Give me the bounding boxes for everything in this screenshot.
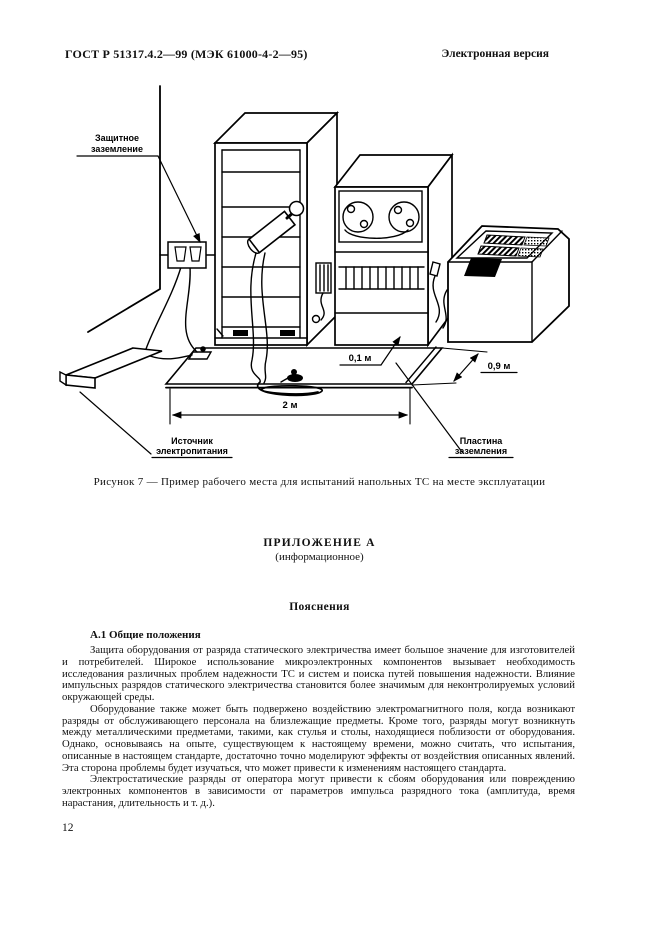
appendix-subtitle: (информационное)	[275, 551, 364, 563]
paragraph-3: Электростатические разряды от оператора …	[62, 773, 575, 809]
protective-earth-text-2: заземление	[91, 144, 143, 154]
dim-0-1m-text: 0,1 м	[349, 353, 372, 364]
body-text: Защита оборудования от разряда статическ…	[62, 644, 575, 810]
ground-cable-coil	[256, 369, 323, 397]
header-right: Электронная версия	[441, 48, 549, 60]
ground-plate-label: Пластина заземления	[395, 362, 514, 459]
power-source-text-1: Источник	[171, 436, 213, 446]
power-source-text-2: электропитания	[156, 446, 228, 456]
ground-plate-text-1: Пластина	[460, 436, 504, 446]
ground-plate	[164, 346, 444, 389]
header-left: ГОСТ Р 51317.4.2—99 (МЭК 61000-4-2—95)	[65, 47, 308, 61]
esd-gun	[246, 200, 305, 384]
keyboard	[464, 234, 550, 277]
figure-7: Защитное заземление 0,1 м 0,9 м 2 м	[59, 85, 570, 459]
vent-grille	[345, 266, 419, 290]
dim-0-9m-text: 0,9 м	[488, 361, 511, 372]
page-number: 12	[62, 822, 74, 834]
protective-earth-label: Защитное заземление	[76, 133, 201, 244]
power-cables	[145, 266, 198, 360]
figure-caption: Рисунок 7 — Пример рабочего места для ис…	[93, 476, 546, 488]
dimension-2m: 2 м	[169, 387, 411, 425]
paragraph-1: Защита оборудования от разряда статическ…	[62, 644, 575, 703]
protective-earth-text-1: Защитное	[95, 133, 139, 143]
dim-2m-text: 2 м	[283, 400, 298, 411]
section-title: Пояснения	[289, 601, 350, 613]
dimension-0-9m: 0,9 м	[411, 347, 518, 386]
appendix-title: ПРИЛОЖЕНИЕ А	[263, 537, 376, 549]
terminal-printer	[442, 225, 570, 343]
ground-plate-text-2: заземления	[455, 446, 507, 456]
wall	[87, 85, 161, 333]
dimension-0-1m: 0,1 м	[339, 336, 401, 366]
tape-drive-unit	[333, 152, 454, 348]
subsection-title: А.1 Общие положения	[90, 629, 201, 641]
paragraph-2: Оборудование также может быть подвержено…	[62, 702, 575, 774]
power-source-block	[59, 347, 163, 389]
interconnect-panel	[311, 262, 332, 324]
wall-outlet	[159, 241, 216, 269]
figure-diagram: Защитное заземление 0,1 м 0,9 м 2 м	[59, 85, 570, 459]
power-source-label: Источник электропитания	[79, 391, 233, 459]
